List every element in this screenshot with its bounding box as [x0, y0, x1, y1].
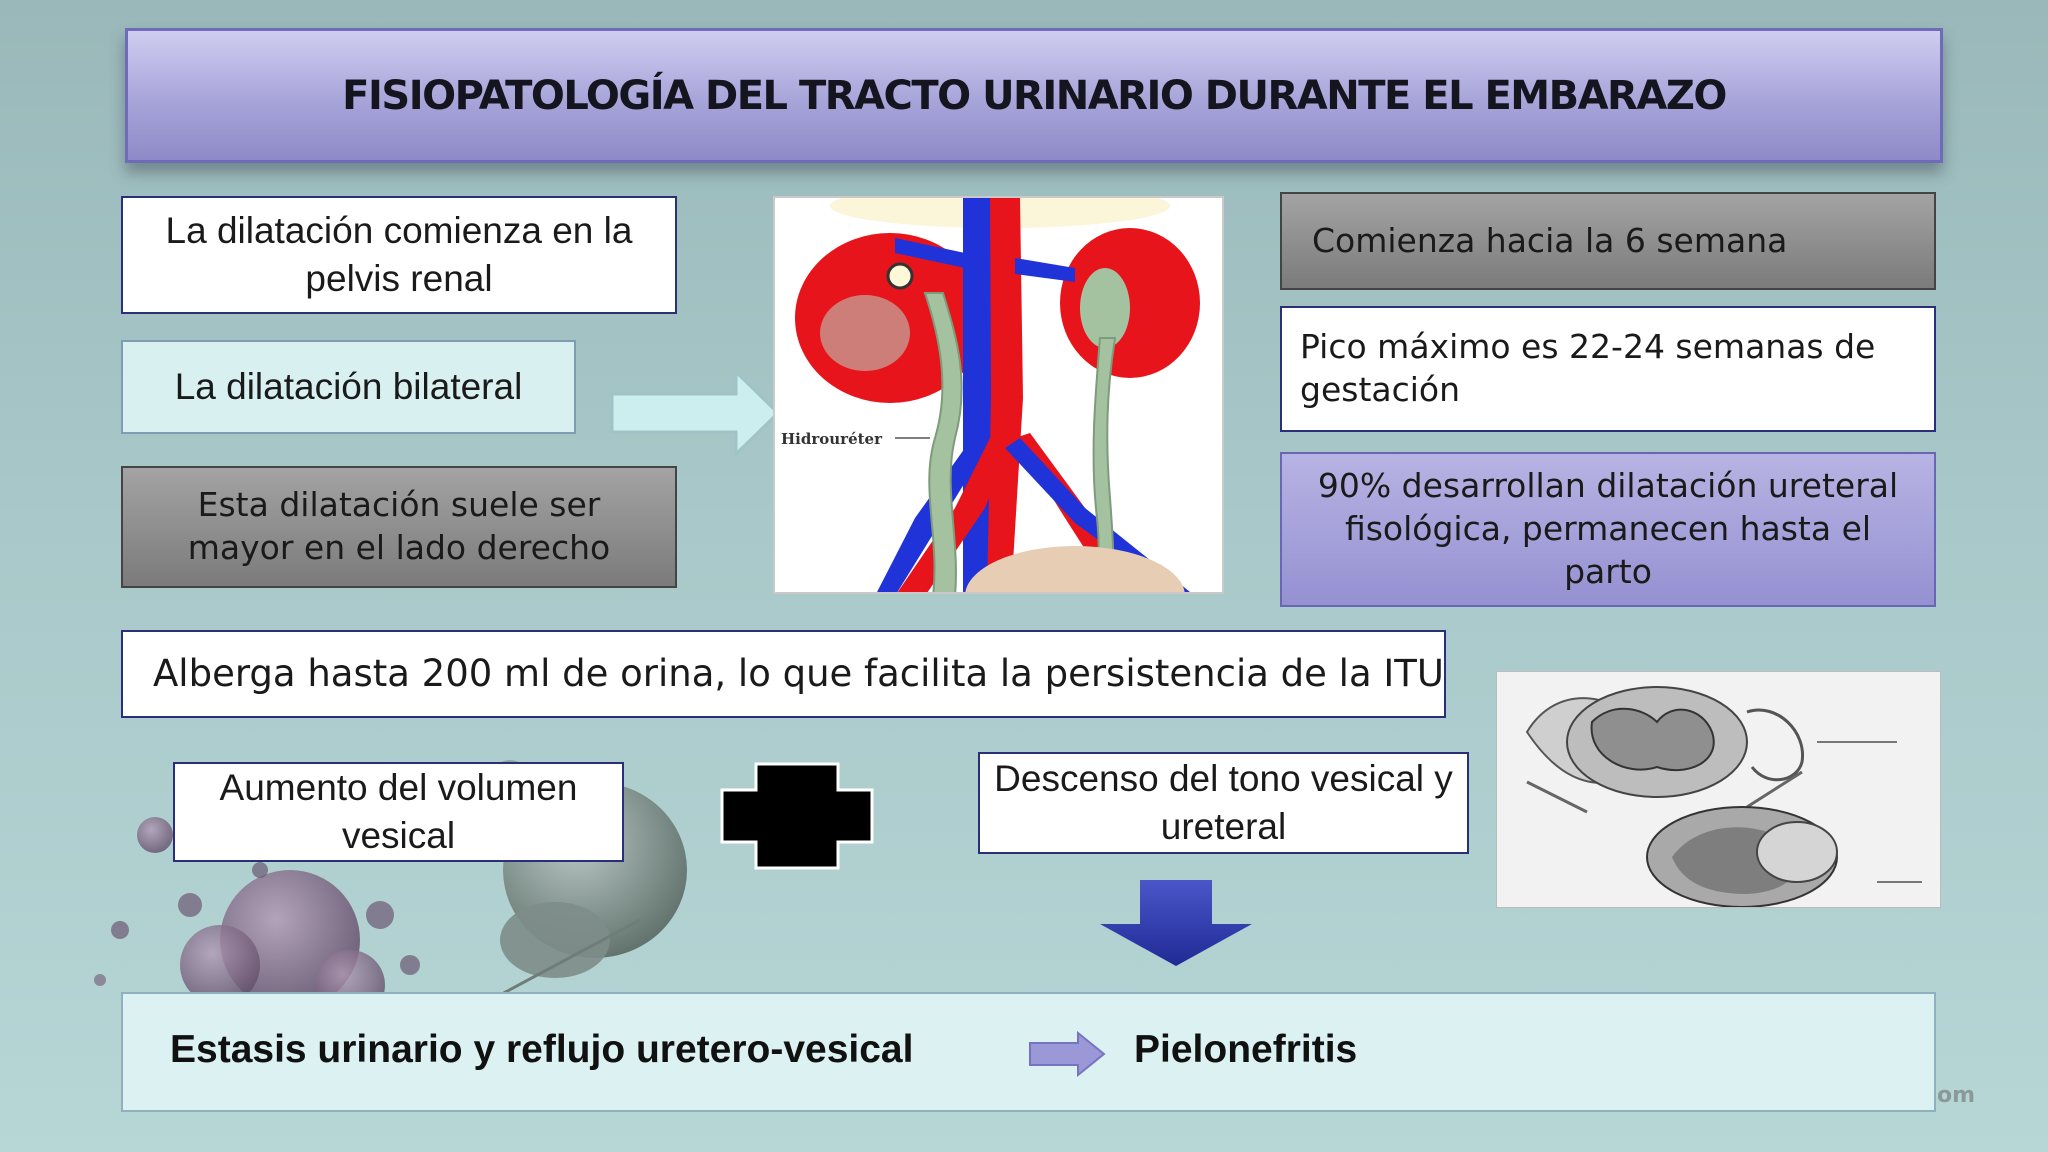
- watermark-text: om: [1937, 1083, 1976, 1108]
- alberga-box: Alberga hasta 200 ml de orina, lo que fa…: [121, 630, 1446, 718]
- pico-box: Pico máximo es 22-24 semanas de gestació…: [1280, 306, 1936, 432]
- descenso-text: Descenso del tono vesical y ureteral: [994, 757, 1453, 847]
- cell-decoration: [94, 760, 687, 1000]
- porcentaje-text: 90% desarrollan dilatación ureteral fiso…: [1317, 466, 1899, 591]
- conclusion-bar: Estasis urinario y reflujo uretero-vesic…: [121, 992, 1936, 1112]
- pregnancy-image-frame: [1496, 671, 1941, 908]
- slide-title: FISIOPATOLOGÍA DEL TRACTO URINARIO DURAN…: [342, 72, 1727, 119]
- alberga-text: Alberga hasta 200 ml de orina, lo que fa…: [153, 651, 1444, 695]
- bilateral-box: La dilatación bilateral: [121, 340, 576, 434]
- right-arrow-icon: [1029, 1031, 1106, 1077]
- pielonefritis-text: Pielonefritis: [1134, 1028, 1358, 1071]
- semana-box: Comienza hacia la 6 semana: [1280, 192, 1936, 290]
- derecho-text: Esta dilatación suele ser mayor en el la…: [187, 485, 611, 567]
- aumento-box: Aumento del volumen vesical: [173, 762, 624, 862]
- kidney-diagram-frame: Hidrouréter: [773, 196, 1224, 594]
- hidroureter-label: Hidrouréter: [781, 430, 883, 448]
- descenso-box: Descenso del tono vesical y ureteral: [978, 752, 1469, 854]
- down-arrow-icon: [1100, 880, 1252, 966]
- title-bar: FISIOPATOLOGÍA DEL TRACTO URINARIO DURAN…: [125, 28, 1943, 163]
- bilateral-text: La dilatación bilateral: [174, 365, 523, 407]
- aumento-text: Aumento del volumen vesical: [219, 766, 578, 856]
- right-arrow-icon: [610, 370, 780, 456]
- porcentaje-box: 90% desarrollan dilatación ureteral fiso…: [1280, 452, 1936, 607]
- kidney-diagram: Hidrouréter: [781, 198, 1200, 592]
- pico-text: Pico máximo es 22-24 semanas de gestació…: [1300, 327, 1876, 409]
- estasis-text: Estasis urinario y reflujo uretero-vesic…: [170, 1028, 914, 1071]
- derecho-box: Esta dilatación suele ser mayor en el la…: [121, 466, 677, 588]
- semana-text: Comienza hacia la 6 semana: [1312, 220, 1788, 260]
- pelvis-box: La dilatación comienza en la pelvis rena…: [121, 196, 677, 314]
- plus-icon: [720, 762, 874, 870]
- pelvis-text: La dilatación comienza en la pelvis rena…: [165, 209, 633, 299]
- pregnancy-anatomy-image: [1497, 672, 1940, 907]
